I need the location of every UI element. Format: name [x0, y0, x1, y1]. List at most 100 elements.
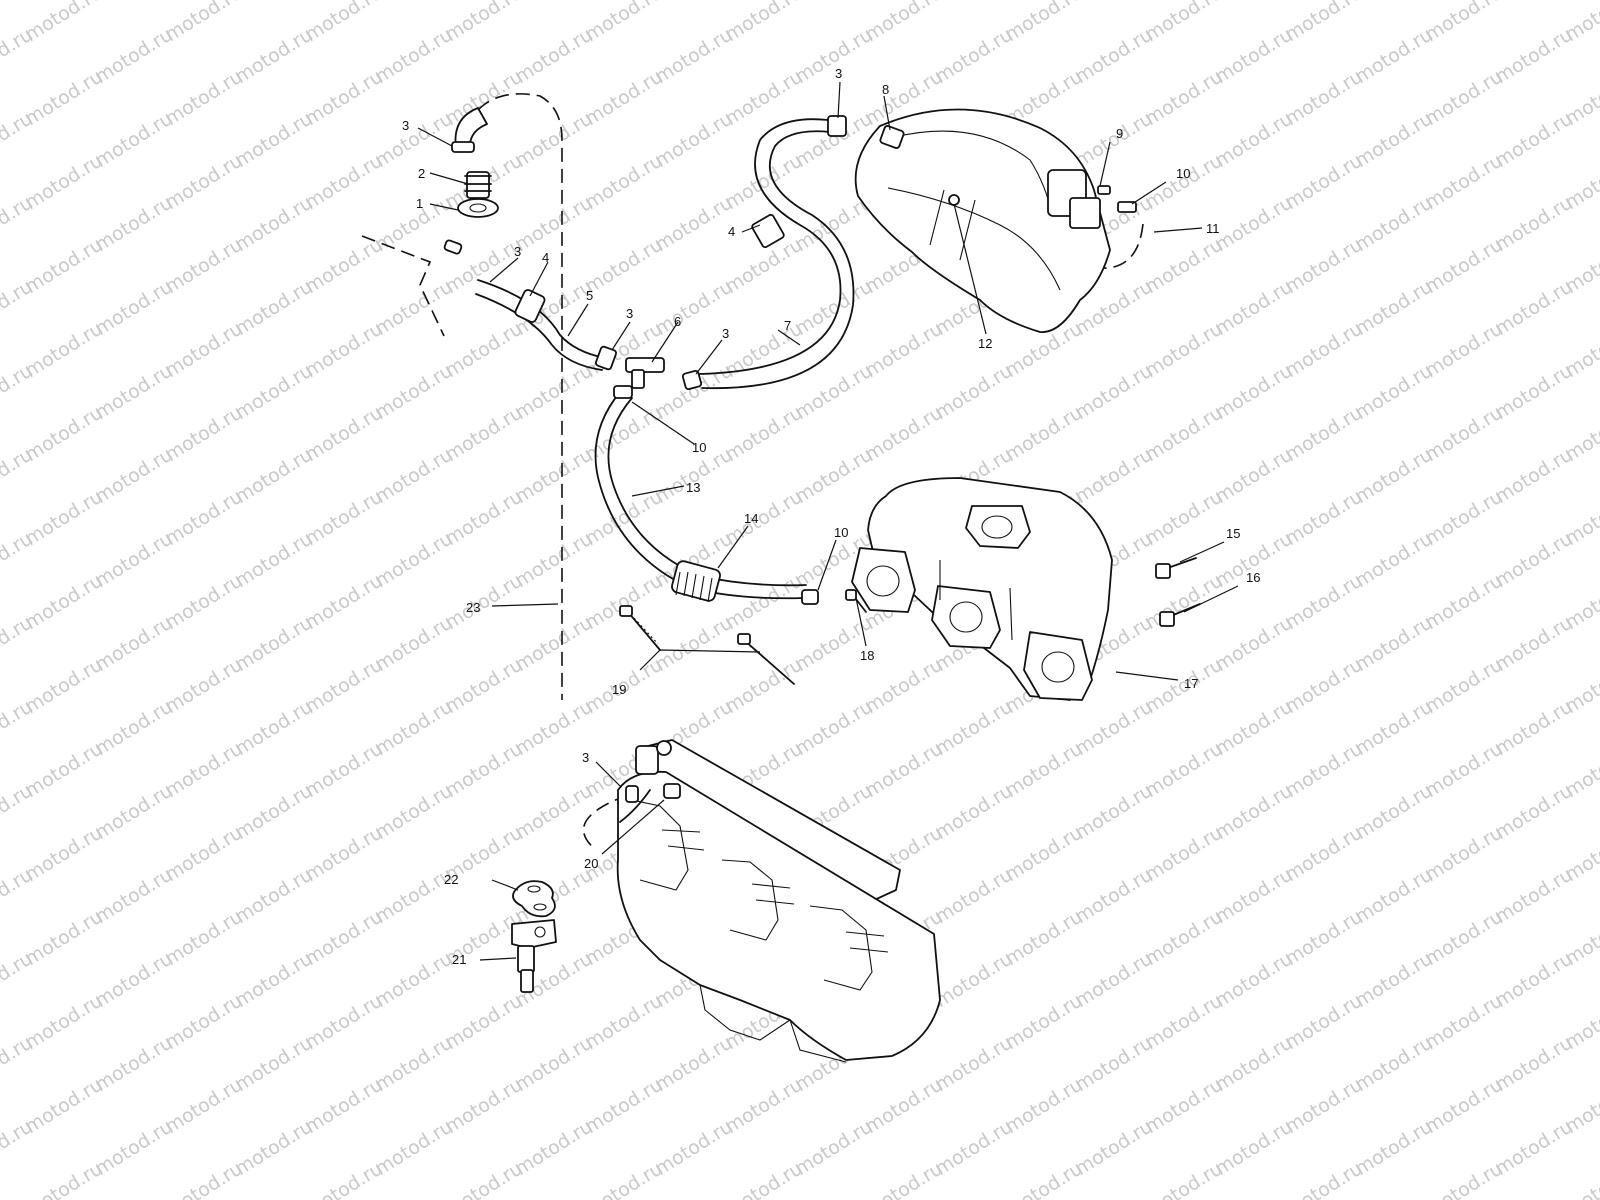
watermark-text: motod.ru — [1001, 989, 1087, 1054]
watermark-text: motod.ru — [1071, 23, 1157, 88]
watermark-text: motod.ru — [1281, 1073, 1367, 1138]
watermark-text: motod.ru — [931, 947, 1017, 1012]
watermark-text: motod.ru — [581, 485, 667, 550]
watermark-text: motod.ru — [861, 737, 947, 802]
watermark-text: motod.ru — [161, 401, 247, 466]
watermark-text: motod.ru — [1421, 233, 1507, 298]
watermark-text: motod.ru — [861, 1157, 947, 1200]
watermark-text: motod.ru — [371, 359, 457, 424]
watermark-text: motod.ru — [511, 107, 597, 172]
callout-17: 17 — [1184, 676, 1198, 691]
watermark-text: motod.ru — [441, 569, 527, 634]
watermark-text: motod.ru — [441, 653, 527, 718]
watermark-text: motod.ru — [1491, 1115, 1577, 1180]
watermark-text: motod.ru — [581, 1157, 667, 1200]
watermark-text: motod.ru — [1211, 1115, 1297, 1180]
watermark-text: motod.ru — [861, 653, 947, 718]
watermark-text: motod.ru — [161, 821, 247, 886]
watermark-text: motod.ru — [21, 905, 107, 970]
watermark-text: motod.ru — [1351, 107, 1437, 172]
watermark-text: motod.ru — [1141, 905, 1227, 970]
watermark-text: motod.ru — [91, 23, 177, 88]
watermark-text: motod.ru — [1351, 359, 1437, 424]
watermark-text: motod.ru — [1141, 821, 1227, 886]
watermark-text: motod.ru — [91, 191, 177, 256]
watermark-text: motod.ru — [1351, 23, 1437, 88]
watermark-text: motod.ru — [231, 107, 317, 172]
watermark-text: motod.ru — [371, 443, 457, 508]
hose-13 — [594, 385, 819, 605]
watermark-text: motod.ru — [511, 1115, 597, 1180]
watermark-text: motod.ru — [1141, 317, 1227, 382]
watermark-text: motod.ru — [931, 1031, 1017, 1096]
watermark-text: motod.ru — [1351, 611, 1437, 676]
callout-10: 10 — [692, 440, 706, 455]
watermark-text: motod.ru — [1421, 1073, 1507, 1138]
callout-3: 3 — [835, 66, 842, 81]
watermark-text: motod.ru — [21, 737, 107, 802]
watermark-text: motod.ru — [1351, 275, 1437, 340]
watermark-text: motod.ru — [1491, 443, 1577, 508]
watermark-text: motod.ru — [1421, 905, 1507, 970]
watermark-text: motod.ru — [1211, 359, 1297, 424]
watermark-text: motod.ru — [791, 359, 877, 424]
watermark-text: motod.ru — [1281, 821, 1367, 886]
watermark-text: motod.ru — [511, 1031, 597, 1096]
dashed-route-top — [477, 93, 563, 700]
watermark-text: motod.ru — [231, 611, 317, 676]
watermark-text: motod.ru — [21, 233, 107, 298]
callout-18: 18 — [860, 648, 874, 663]
watermark-text: motod.ru — [91, 275, 177, 340]
watermark-text: motod.ru — [581, 401, 667, 466]
watermark-text: motod.ru — [161, 653, 247, 718]
watermark-text: motod.ru — [1421, 989, 1507, 1054]
watermark-text: motod.ru — [1001, 905, 1087, 970]
watermark-text: motod.ru — [651, 107, 737, 172]
watermark-text: motod.ru — [441, 1157, 527, 1200]
watermark-text: motod.ru — [161, 1157, 247, 1200]
watermark-text: motod.ru — [1281, 317, 1367, 382]
watermark-text: motod.ru — [371, 191, 457, 256]
watermark-text: motod.ru — [301, 233, 387, 298]
watermark-text: motod.ru — [371, 1031, 457, 1096]
watermark-text: motod.ru — [1211, 947, 1297, 1012]
watermark-text: motod.ru — [21, 485, 107, 550]
watermark-text: motod.ru — [371, 779, 457, 844]
manifold-bolts — [619, 557, 1201, 685]
watermark-text: motod.ru — [1141, 989, 1227, 1054]
watermark-text: motod.ru — [1351, 947, 1437, 1012]
callout-6: 6 — [674, 314, 681, 329]
watermark-text: motod.ru — [371, 947, 457, 1012]
watermark-text: motod.ru — [1351, 527, 1437, 592]
watermark-text: motod.ru — [441, 485, 527, 550]
callout-9: 9 — [1116, 126, 1123, 141]
watermark-text: motod.ru — [1001, 401, 1087, 466]
watermark-text: motod.ru — [581, 149, 667, 214]
watermark-text: motod.ru — [721, 1073, 807, 1138]
watermark-text: motod.ru — [441, 737, 527, 802]
watermark-text: motod.ru — [91, 1115, 177, 1180]
watermark-text: motod.ru — [1491, 863, 1577, 928]
watermark-text: motod.ru — [371, 611, 457, 676]
watermark-text: motod.ru — [301, 653, 387, 718]
watermark-text: motod.ru — [301, 569, 387, 634]
watermark-text: motod.ru — [1001, 1157, 1087, 1200]
watermark-text: motod.ru — [931, 1115, 1017, 1180]
watermark-text: motod.ru — [231, 23, 317, 88]
watermark-text: motod.ru — [1001, 821, 1087, 886]
watermark-text: motod.ru — [301, 821, 387, 886]
watermark-text: motod.ru — [371, 275, 457, 340]
watermark-text: motod.ru — [1211, 275, 1297, 340]
watermark-text: motod.ru — [301, 317, 387, 382]
watermark-text: motod.ru — [161, 149, 247, 214]
tee-fitting — [625, 357, 703, 391]
watermark-text: motod.ru — [161, 569, 247, 634]
dashed-route-bottom — [582, 794, 629, 851]
watermark-text: motod.ru — [301, 149, 387, 214]
watermark-text: motod.ru — [161, 65, 247, 130]
watermark-text: motod.ru — [1281, 149, 1367, 214]
watermark-text: motod.ru — [231, 443, 317, 508]
callout-16: 16 — [1246, 570, 1260, 585]
dashed-route-left — [361, 235, 445, 337]
watermark-text: motod.ru — [721, 653, 807, 718]
